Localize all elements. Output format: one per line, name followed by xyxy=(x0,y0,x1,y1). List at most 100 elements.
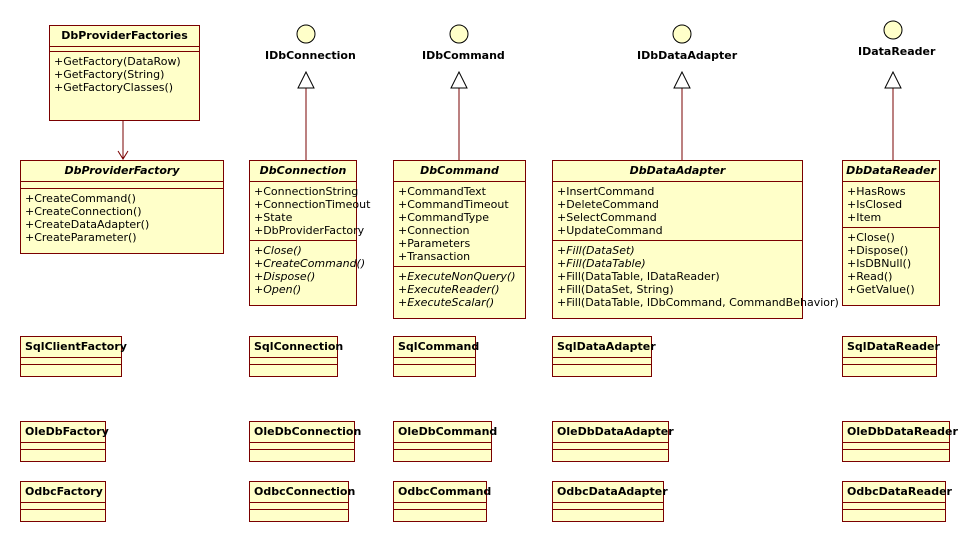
interface-circle-adapter xyxy=(672,24,692,44)
operation: +GetFactoryClasses() xyxy=(54,81,174,94)
class-odbc-data-adapter[interactable]: OdbcDataAdapter xyxy=(552,481,668,522)
operation: +Fill(DataSet, String) xyxy=(557,283,674,296)
class-name: SqlDataAdapter xyxy=(553,337,656,358)
attribute: +DbProviderFactory xyxy=(254,224,365,237)
class-db-provider-factories[interactable]: DbProviderFactories +GetFactory(DataRow)… xyxy=(49,25,200,121)
class-odbc-factory[interactable]: OdbcFactory xyxy=(20,481,106,522)
attributes-section xyxy=(50,47,199,52)
operations-section: +Close() +Dispose() +IsDBNull() +Read() … xyxy=(843,228,939,299)
class-sql-data-reader[interactable]: SqlDataReader xyxy=(842,336,940,377)
operation: +Read() xyxy=(847,270,893,283)
attributes-section: +InsertCommand +DeleteCommand +SelectCom… xyxy=(553,182,802,241)
operation: +Fill(DataTable) xyxy=(557,257,646,270)
operations-section xyxy=(553,365,651,371)
class-sql-client-factory[interactable]: SqlClientFactory xyxy=(20,336,127,377)
attributes-section xyxy=(21,358,121,365)
attribute: +CommandType xyxy=(398,211,490,224)
operation: +Open() xyxy=(254,283,302,296)
class-name: OleDbConnection xyxy=(250,422,361,443)
operations-section xyxy=(21,365,121,371)
attribute: +DeleteCommand xyxy=(557,198,659,211)
realization-arrow-connection xyxy=(297,70,315,89)
class-oledb-command[interactable]: OleDbCommand xyxy=(393,421,497,462)
attribute: +ConnectionTimeout xyxy=(254,198,371,211)
attributes-section xyxy=(553,358,651,365)
class-oledb-data-reader[interactable]: OleDbDataReader xyxy=(842,421,958,462)
class-odbc-command[interactable]: OdbcCommand xyxy=(393,481,491,522)
class-db-data-adapter[interactable]: DbDataAdapter +InsertCommand +DeleteComm… xyxy=(552,160,839,319)
attribute: +CommandText xyxy=(398,185,486,198)
attributes-section xyxy=(394,358,475,365)
operations-section xyxy=(21,510,105,516)
operation: +Fill(DataTable, IDbCommand, CommandBeha… xyxy=(557,296,839,309)
attributes-section xyxy=(21,503,105,510)
attributes-section: +ConnectionString +ConnectionTimeout +St… xyxy=(250,182,371,241)
attribute: +Item xyxy=(847,211,882,224)
class-oledb-factory[interactable]: OleDbFactory xyxy=(20,421,109,462)
operation: +CreateDataAdapter() xyxy=(25,218,150,231)
attribute: +Parameters xyxy=(398,237,471,250)
operation: +Close() xyxy=(254,244,302,257)
realization-arrow-adapter xyxy=(673,70,691,89)
attributes-section xyxy=(843,503,945,510)
class-db-command[interactable]: DbCommand +CommandText +CommandTimeout +… xyxy=(393,160,526,319)
class-oledb-data-adapter[interactable]: OleDbDataAdapter xyxy=(552,421,674,462)
class-odbc-connection[interactable]: OdbcConnection xyxy=(249,481,355,522)
interface-label-reader: IDataReader xyxy=(858,45,936,58)
attributes-section xyxy=(250,358,337,365)
interface-label-connection: IDbConnection xyxy=(265,49,356,62)
class-name: OleDbCommand xyxy=(394,422,497,443)
operations-section xyxy=(843,450,949,456)
class-sql-command[interactable]: SqlCommand xyxy=(393,336,479,377)
operations-section xyxy=(553,510,663,516)
class-odbc-data-reader[interactable]: OdbcDataReader xyxy=(842,481,952,522)
interface-label-adapter: IDbDataAdapter xyxy=(637,49,738,62)
operations-section xyxy=(394,365,475,371)
attribute: +Transaction xyxy=(398,250,471,263)
operations-section xyxy=(250,365,337,371)
operation: +CreateConnection() xyxy=(25,205,142,218)
class-name: SqlCommand xyxy=(394,337,479,358)
attributes-section xyxy=(21,443,105,450)
class-sql-connection[interactable]: SqlConnection xyxy=(249,336,343,377)
class-name: DbConnection xyxy=(250,161,356,182)
interface-circle-command xyxy=(449,24,469,44)
attribute: +InsertCommand xyxy=(557,185,655,198)
class-name: OdbcDataAdapter xyxy=(553,482,668,503)
operations-section xyxy=(394,510,486,516)
class-name: DbCommand xyxy=(394,161,525,182)
operation: +Dispose() xyxy=(254,270,316,283)
class-name: OdbcFactory xyxy=(21,482,105,503)
realization-arrow-reader xyxy=(884,70,902,89)
operations-section xyxy=(250,450,354,456)
attributes-section xyxy=(843,358,936,365)
attributes-section xyxy=(21,182,223,189)
class-name: DbDataAdapter xyxy=(553,161,802,182)
operation: +Fill(DataTable, IDataReader) xyxy=(557,270,720,283)
attributes-section xyxy=(250,443,354,450)
class-db-provider-factory[interactable]: DbProviderFactory +CreateCommand() +Crea… xyxy=(20,160,224,254)
attribute: +HasRows xyxy=(847,185,906,198)
operation: +CreateParameter() xyxy=(25,231,137,244)
operation: +Close() xyxy=(847,231,895,244)
operation: +Dispose() xyxy=(847,244,909,257)
class-db-connection[interactable]: DbConnection +ConnectionString +Connecti… xyxy=(249,160,371,306)
attribute: +State xyxy=(254,211,293,224)
class-sql-data-adapter[interactable]: SqlDataAdapter xyxy=(552,336,656,377)
operations-section xyxy=(843,365,936,371)
operations-section xyxy=(394,450,491,456)
class-name: OleDbFactory xyxy=(21,422,109,443)
operation: +IsDBNull() xyxy=(847,257,912,270)
class-oledb-connection[interactable]: OleDbConnection xyxy=(249,421,361,462)
operation: +Fill(DataSet) xyxy=(557,244,635,257)
operation: +GetFactory(String) xyxy=(54,68,165,81)
operations-section: +ExecuteNonQuery() +ExecuteReader() +Exe… xyxy=(394,267,525,312)
class-db-data-reader[interactable]: DbDataReader +HasRows +IsClosed +Item +C… xyxy=(842,160,940,306)
attributes-section: +HasRows +IsClosed +Item xyxy=(843,182,939,228)
operations-section: +Close() +CreateCommand() +Dispose() +Op… xyxy=(250,241,365,299)
class-name: OleDbDataAdapter xyxy=(553,422,674,443)
class-name: OdbcCommand xyxy=(394,482,491,503)
operations-section xyxy=(553,450,668,456)
operations-section: +GetFactory(DataRow) +GetFactory(String)… xyxy=(50,52,199,97)
